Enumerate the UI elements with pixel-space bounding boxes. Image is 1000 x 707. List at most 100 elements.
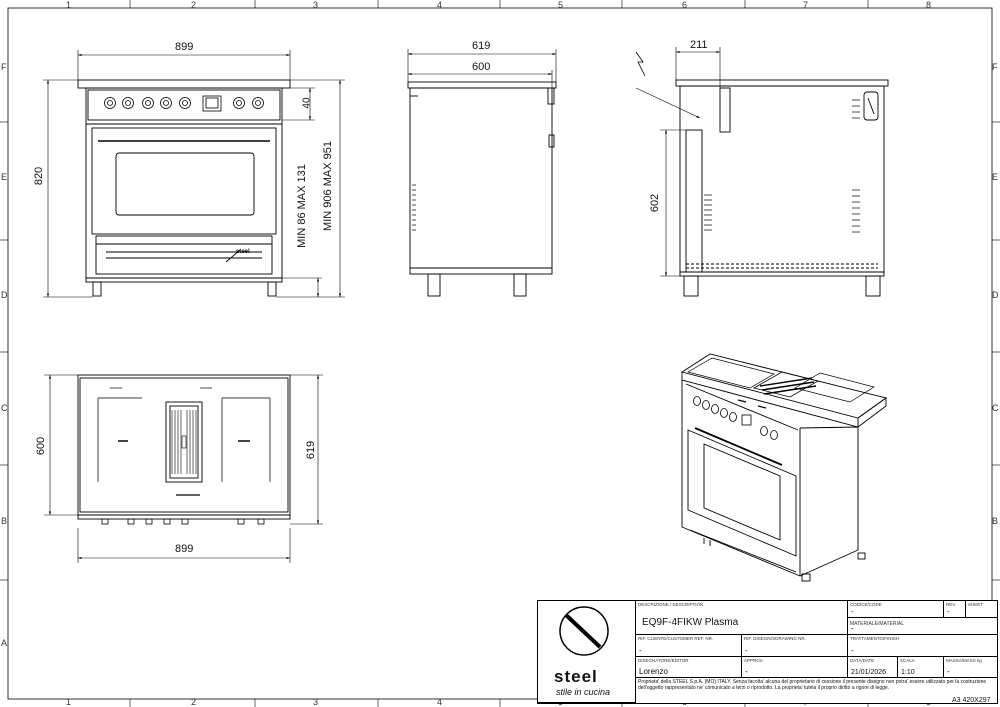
grid-row-label: F <box>992 62 998 72</box>
grid-column-label: 4 <box>437 0 443 10</box>
designer-header: DISEGNATORE/EDITOR <box>638 658 689 663</box>
side-vent-slots <box>412 184 416 231</box>
finish-header: TRATTAMENTO/FINISH <box>850 636 899 641</box>
dim-front-height: 820 <box>33 166 46 186</box>
grid-row-label: C <box>992 403 999 413</box>
dim-rear-height: 602 <box>649 193 662 213</box>
scale-cell: SCALA 1:10 <box>898 657 944 678</box>
scale-value: 1:10 <box>901 669 915 676</box>
grid-column-label: 2 <box>191 697 197 707</box>
rev-cell: REV. - <box>944 601 966 618</box>
grid-row-label: E <box>1 172 8 182</box>
dim-rear-offset: 211 <box>690 39 708 51</box>
logo-slogan: stile in cucina <box>556 687 611 697</box>
grid-column-label: 8 <box>926 0 932 10</box>
code-value: - <box>851 607 854 616</box>
scale-header: SCALA <box>900 658 915 663</box>
grid-row-label: C <box>1 403 8 413</box>
date-value: 21/01/2026 <box>851 669 887 676</box>
grid-row-label: D <box>992 290 999 300</box>
code-header: CODICE/CODE <box>850 602 882 607</box>
iso-grille <box>759 377 817 395</box>
description-cell: DESCRIZIONE / DESCRIPTION EQ9F-4FIKW Pla… <box>636 601 848 635</box>
finish-cell: TRATTAMENTO/FINISH - <box>848 635 997 657</box>
mass-value: - <box>947 667 950 676</box>
code-cell: CODICE/CODE - <box>848 601 944 618</box>
logo-text: steel <box>554 667 598 686</box>
drawing-ref-header: RIF. DISEGNO/DRAWING NR. <box>744 636 806 641</box>
material-cell: MATERIALE/MATERIAL - <box>848 618 997 635</box>
approved-cell: APPROV. - <box>742 657 848 678</box>
rev-header: REV. <box>946 602 957 607</box>
grid-column-label: 4 <box>437 697 443 707</box>
sheet-frame <box>7 7 993 700</box>
paper-size: A3 420X297 <box>952 697 991 704</box>
rear-view <box>635 51 889 297</box>
legal-notice: Proprieta' della STEEL S.p.A. (MO) ITALY… <box>638 679 987 691</box>
iso-knobs <box>693 396 778 440</box>
grid-column-label: 6 <box>682 0 688 10</box>
grid-row-label: B <box>1 516 8 526</box>
dim-front-total-range: MIN 906 MAX 951 <box>321 141 334 231</box>
material-header: MATERIALE/MATERIAL <box>850 621 904 627</box>
customer-ref-cell: RIF. CLIENTE/CUSTOMER REF. NR. - <box>636 635 742 657</box>
grid-column-label: 1 <box>66 697 72 707</box>
dim-side-depth-body: 600 <box>472 61 491 73</box>
rear-view-dimensions <box>660 47 721 277</box>
side-view <box>407 81 557 297</box>
brand-mark: steel <box>236 249 250 255</box>
dim-top-depth: 600 <box>35 436 48 456</box>
title-block: steel stile in cucina DESCRIZIONE / DESC… <box>537 600 998 704</box>
date-header: DATA/DATE <box>850 658 875 663</box>
rev-value: - <box>947 607 950 616</box>
isometric-view <box>680 353 888 582</box>
dim-front-width: 899 <box>175 41 194 53</box>
extraction-grille <box>171 410 197 474</box>
approved-header: APPROV. <box>744 658 764 663</box>
grid-column-label: 7 <box>803 0 809 10</box>
legal-notice-cell: Proprieta' della STEEL S.p.A. (MO) ITALY… <box>636 678 997 703</box>
grid-row-label: D <box>1 290 8 300</box>
grid-column-label: 2 <box>191 0 197 10</box>
sheet-header: SHEET <box>968 602 984 607</box>
top-view-dimensions <box>44 374 323 563</box>
side-view-dimensions <box>407 49 557 88</box>
description-value: EQ9F-4FIKW Plasma <box>642 617 739 628</box>
dim-top-width: 899 <box>175 543 194 555</box>
front-view <box>77 79 291 297</box>
customer-ref-value: - <box>639 646 642 655</box>
mass-header: MASSA/MASS kg <box>946 658 982 663</box>
grid-row-label: B <box>992 516 999 526</box>
approved-value: - <box>745 667 748 676</box>
top-view <box>77 374 291 525</box>
dim-front-top-offset: 40 <box>301 97 313 109</box>
logo-cell: steel stile in cucina <box>538 601 636 703</box>
induction-zones <box>97 387 271 482</box>
rear-vent-slots <box>704 99 860 233</box>
grid-row-label: A <box>1 638 8 648</box>
sheet-cell: SHEET <box>966 601 997 618</box>
grid-column-label: 3 <box>313 697 319 707</box>
dim-top-depth-total: 619 <box>305 440 318 460</box>
front-view-dimensions <box>43 50 345 298</box>
steel-logo-icon <box>559 606 609 656</box>
designer-value: Lorenzo <box>639 667 668 676</box>
dim-side-depth-total: 619 <box>472 40 491 52</box>
top-view-knobs <box>101 518 265 525</box>
grid-column-label: 5 <box>558 0 564 10</box>
grid-column-label: 1 <box>66 0 72 10</box>
description-header: DESCRIZIONE / DESCRIPTION <box>638 602 704 607</box>
material-value: - <box>851 624 854 633</box>
grid-column-label: 3 <box>313 0 319 10</box>
grid-row-label: E <box>992 172 999 182</box>
designer-cell: DISEGNATORE/EDITOR Lorenzo <box>636 657 742 678</box>
date-cell: DATA/DATE 21/01/2026 <box>848 657 898 678</box>
finish-value: - <box>851 646 854 655</box>
drawing-ref-value: - <box>745 646 748 655</box>
mass-cell: MASSA/MASS kg - <box>944 657 997 678</box>
drawing-ref-cell: RIF. DISEGNO/DRAWING NR. - <box>742 635 848 657</box>
control-knobs <box>104 95 264 112</box>
grid-row-label: F <box>1 62 7 72</box>
